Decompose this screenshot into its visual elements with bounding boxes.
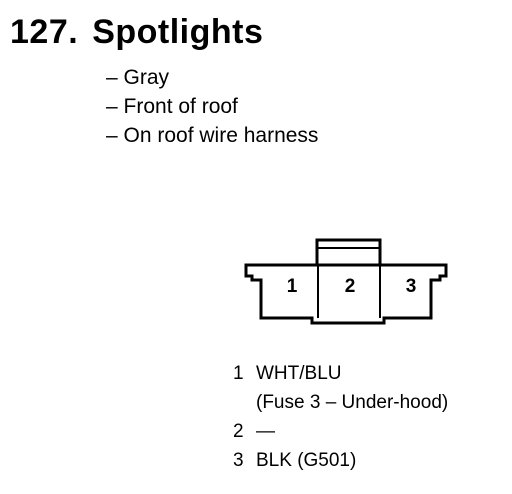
detail-location: – Front of roof (106, 95, 238, 118)
pin-row: 3 BLK (G501) (233, 446, 448, 475)
pin-wire: — (256, 421, 275, 442)
pin-number: 1 (233, 363, 244, 384)
pin-number: 2 (233, 421, 244, 442)
connector-key (315, 238, 382, 265)
section-title: Spotlights (92, 13, 264, 51)
cavity-label-1: 1 (287, 276, 298, 297)
pin-wire: WHT/BLU (256, 363, 342, 384)
component-details: – Gray – Front of roof – On roof wire ha… (106, 63, 318, 150)
connector-diagram: 1 2 3 (244, 238, 448, 325)
pin-row: 2 — (233, 417, 448, 446)
pin-row: 1 WHT/BLU (233, 359, 448, 388)
detail-color: – Gray (106, 66, 170, 89)
pin-list: 1 WHT/BLU (Fuse 3 – Under-hood) 2 — 3 BL… (233, 359, 448, 475)
connector-housing (244, 263, 448, 325)
pin-note: (Fuse 3 – Under-hood) (256, 392, 449, 413)
section-heading: 127. Spotlights (10, 10, 263, 54)
cavity-label-2: 2 (345, 276, 356, 297)
pin-number: 3 (233, 450, 244, 471)
cavity-label-3: 3 (406, 276, 417, 297)
detail-harness: – On roof wire harness (106, 124, 319, 147)
pin-wire: BLK (G501) (256, 450, 357, 471)
section-number: 127. (10, 13, 79, 51)
